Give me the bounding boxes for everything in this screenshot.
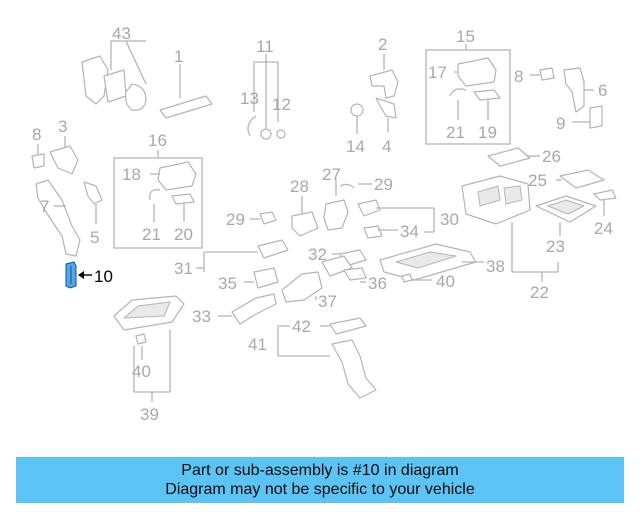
part-1 bbox=[159, 64, 213, 119]
part-6-group bbox=[530, 67, 603, 129]
callout-21-lower: 21 bbox=[142, 225, 161, 244]
callout-26: 26 bbox=[542, 147, 561, 166]
callout-37: 37 bbox=[318, 292, 337, 311]
callout-8-left: 8 bbox=[32, 125, 41, 144]
part-15-box bbox=[425, 44, 511, 145]
callout-2: 2 bbox=[378, 35, 387, 54]
callout-labels: 43 1 11 13 12 2 14 4 15 17 21 19 8 6 9 8… bbox=[32, 24, 613, 424]
callout-6: 6 bbox=[598, 81, 607, 100]
part-22-group bbox=[461, 147, 617, 282]
part-28-group bbox=[250, 180, 372, 237]
callout-29-right: 29 bbox=[374, 175, 393, 194]
callout-13: 13 bbox=[240, 89, 259, 108]
callout-41: 41 bbox=[248, 335, 267, 354]
callout-12: 12 bbox=[272, 95, 291, 114]
callout-15: 15 bbox=[456, 27, 475, 46]
part-7-group bbox=[31, 136, 103, 257]
info-banner: Part or sub-assembly is #10 in diagram D… bbox=[16, 457, 624, 503]
callout-20: 20 bbox=[174, 225, 193, 244]
callout-29-left: 29 bbox=[226, 210, 245, 229]
callout-22: 22 bbox=[530, 283, 549, 302]
part-43-group bbox=[81, 40, 147, 111]
callout-30: 30 bbox=[440, 210, 459, 229]
callout-3: 3 bbox=[58, 117, 67, 136]
part-10-highlighted bbox=[65, 261, 92, 289]
callout-32: 32 bbox=[308, 245, 327, 264]
callout-42: 42 bbox=[292, 317, 311, 336]
part-41-group bbox=[277, 317, 377, 399]
part-31-group bbox=[196, 239, 323, 325]
part-39-group bbox=[113, 295, 185, 402]
callout-14: 14 bbox=[346, 137, 365, 156]
callout-31: 31 bbox=[174, 259, 193, 278]
callout-10: 10 bbox=[94, 267, 113, 286]
part-38-group bbox=[321, 243, 484, 283]
callout-19: 19 bbox=[478, 123, 497, 142]
callout-25: 25 bbox=[528, 171, 547, 190]
callout-5: 5 bbox=[90, 228, 99, 247]
callout-38: 38 bbox=[486, 257, 505, 276]
part-2-group bbox=[350, 54, 399, 134]
callout-28: 28 bbox=[290, 177, 309, 196]
callout-1: 1 bbox=[174, 47, 183, 66]
parts-diagram: 43 1 11 13 12 2 14 4 15 17 21 19 8 6 9 8… bbox=[31, 24, 617, 424]
callout-40-left: 40 bbox=[132, 362, 151, 381]
callout-8-right: 8 bbox=[514, 67, 523, 86]
callout-35: 35 bbox=[218, 274, 237, 293]
callout-39: 39 bbox=[140, 405, 159, 424]
callout-24: 24 bbox=[594, 219, 613, 238]
callout-23: 23 bbox=[546, 237, 565, 256]
callout-9: 9 bbox=[556, 114, 565, 133]
callout-27: 27 bbox=[322, 165, 341, 184]
banner-line-1: Part or sub-assembly is #10 in diagram bbox=[181, 462, 459, 479]
callout-34: 34 bbox=[400, 222, 419, 241]
callout-43: 43 bbox=[112, 24, 131, 43]
part-16-box bbox=[113, 150, 203, 249]
callout-36: 36 bbox=[368, 274, 387, 293]
part-11-group bbox=[247, 54, 286, 140]
banner-line-2: Diagram may not be specific to your vehi… bbox=[165, 481, 475, 498]
part-30-group bbox=[357, 199, 435, 239]
callout-11: 11 bbox=[256, 37, 274, 56]
callout-4: 4 bbox=[382, 137, 391, 156]
callout-7: 7 bbox=[40, 197, 49, 216]
callout-17: 17 bbox=[428, 63, 447, 82]
callout-16: 16 bbox=[148, 131, 167, 150]
callout-33: 33 bbox=[192, 307, 211, 326]
callout-21-upper: 21 bbox=[446, 123, 465, 142]
callout-18: 18 bbox=[122, 165, 141, 184]
callout-40-right: 40 bbox=[436, 272, 455, 291]
